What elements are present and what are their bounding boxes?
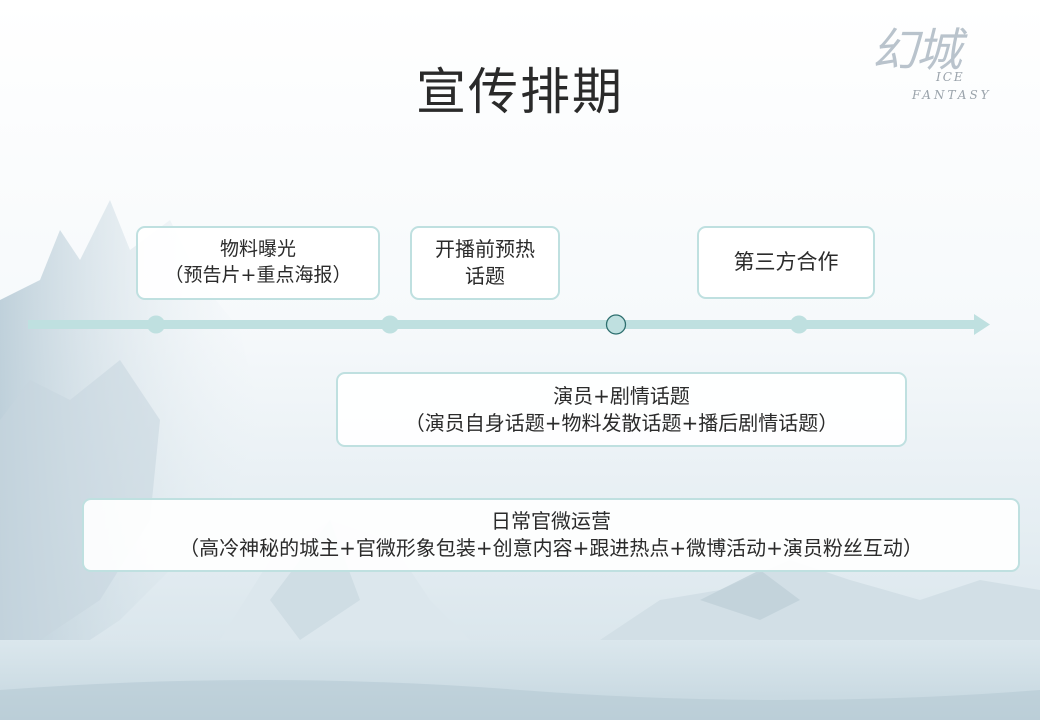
daily-ops-title: 日常官微运营 bbox=[491, 509, 611, 533]
pre-broadcast-detail: 话题 bbox=[465, 264, 505, 288]
timeline-marker-3 bbox=[605, 314, 627, 335]
timeline-marker-1 bbox=[147, 315, 165, 334]
page-title: 宣传排期 bbox=[416, 63, 624, 121]
actors-plot-detail: （演员自身话题+物料发散话题+播后剧情话题） bbox=[404, 410, 839, 435]
logo-chinese-text: 幻城 bbox=[872, 23, 962, 77]
daily-ops-box: 日常官微运营 （高冷神秘的城主+官微形象包装+创意内容+跟进热点+微博活动+演员… bbox=[82, 498, 1020, 572]
pre-broadcast-box: 开播前预热 话题 bbox=[410, 226, 560, 300]
timeline-arrow-icon bbox=[974, 314, 990, 335]
logo-english-line2: FANTASY bbox=[912, 88, 992, 102]
actors-plot-title: 演员+剧情话题 bbox=[553, 383, 690, 408]
timeline-marker-4 bbox=[790, 315, 808, 334]
timeline-marker-2 bbox=[381, 315, 399, 334]
ice-fantasy-logo: 幻城 ICE FANTASY bbox=[868, 14, 1008, 110]
timeline bbox=[28, 314, 990, 335]
third-party-title: 第三方合作 bbox=[733, 250, 839, 275]
third-party-box: 第三方合作 bbox=[697, 226, 875, 299]
actors-plot-box: 演员+剧情话题 （演员自身话题+物料发散话题+播后剧情话题） bbox=[336, 372, 907, 447]
material-exposure-box: 物料曝光 （预告片+重点海报） bbox=[136, 226, 380, 300]
daily-ops-detail: （高冷神秘的城主+官微形象包装+创意内容+跟进热点+微博活动+演员粉丝互动） bbox=[179, 536, 923, 560]
logo-english-line1: ICE bbox=[936, 70, 965, 84]
timeline-line bbox=[28, 320, 978, 329]
pre-broadcast-title: 开播前预热 bbox=[435, 237, 535, 261]
material-exposure-title: 物料曝光 bbox=[219, 238, 296, 261]
material-exposure-detail: （预告片+重点海报） bbox=[164, 264, 352, 286]
